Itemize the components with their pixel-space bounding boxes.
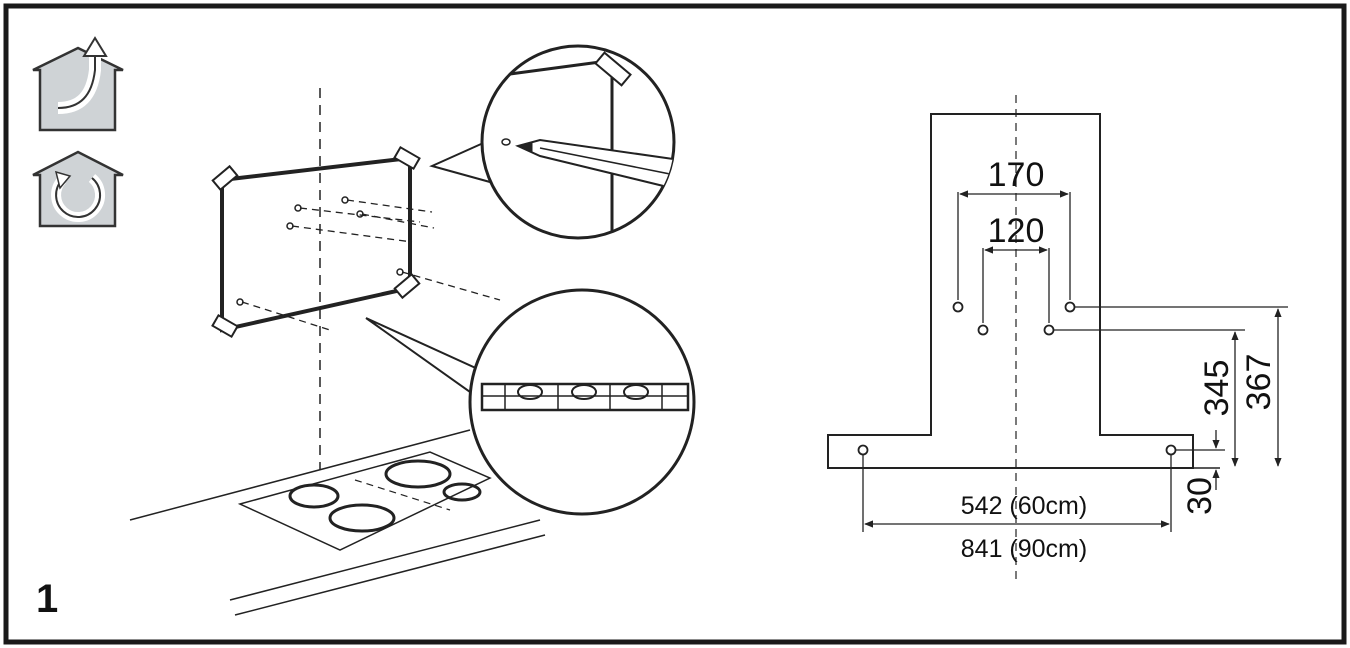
dim-30-label: 30: [1181, 477, 1219, 515]
hole-bottom-left: [857, 444, 869, 456]
hole-120-left: [977, 324, 989, 336]
dim-367-label: 367: [1240, 354, 1278, 411]
dimension-lines: [862, 190, 1288, 532]
dim-345-label: 345: [1198, 360, 1236, 417]
callout-spirit-level: [365, 288, 696, 516]
hole-170-right: [1064, 301, 1076, 313]
outer-border: [3, 3, 1347, 645]
dim-170-label: 170: [988, 156, 1045, 194]
dim-542-label: 542 (60cm): [961, 492, 1087, 520]
wall-template-drawing: [129, 88, 546, 616]
step-number: 1: [36, 577, 58, 621]
mounting-holes: [857, 301, 1177, 456]
hole-170-left: [952, 301, 964, 313]
hole-120-right: [1043, 324, 1055, 336]
dim-841-label: 841 (90cm): [961, 535, 1087, 563]
house-recirculation-icon: [32, 150, 124, 228]
callout-pencil-marking: [429, 44, 676, 240]
house-extraction-icon: [32, 36, 124, 132]
template-outline: [827, 95, 1220, 585]
dim-120-label: 120: [988, 212, 1045, 250]
hole-bottom-right: [1165, 444, 1177, 456]
